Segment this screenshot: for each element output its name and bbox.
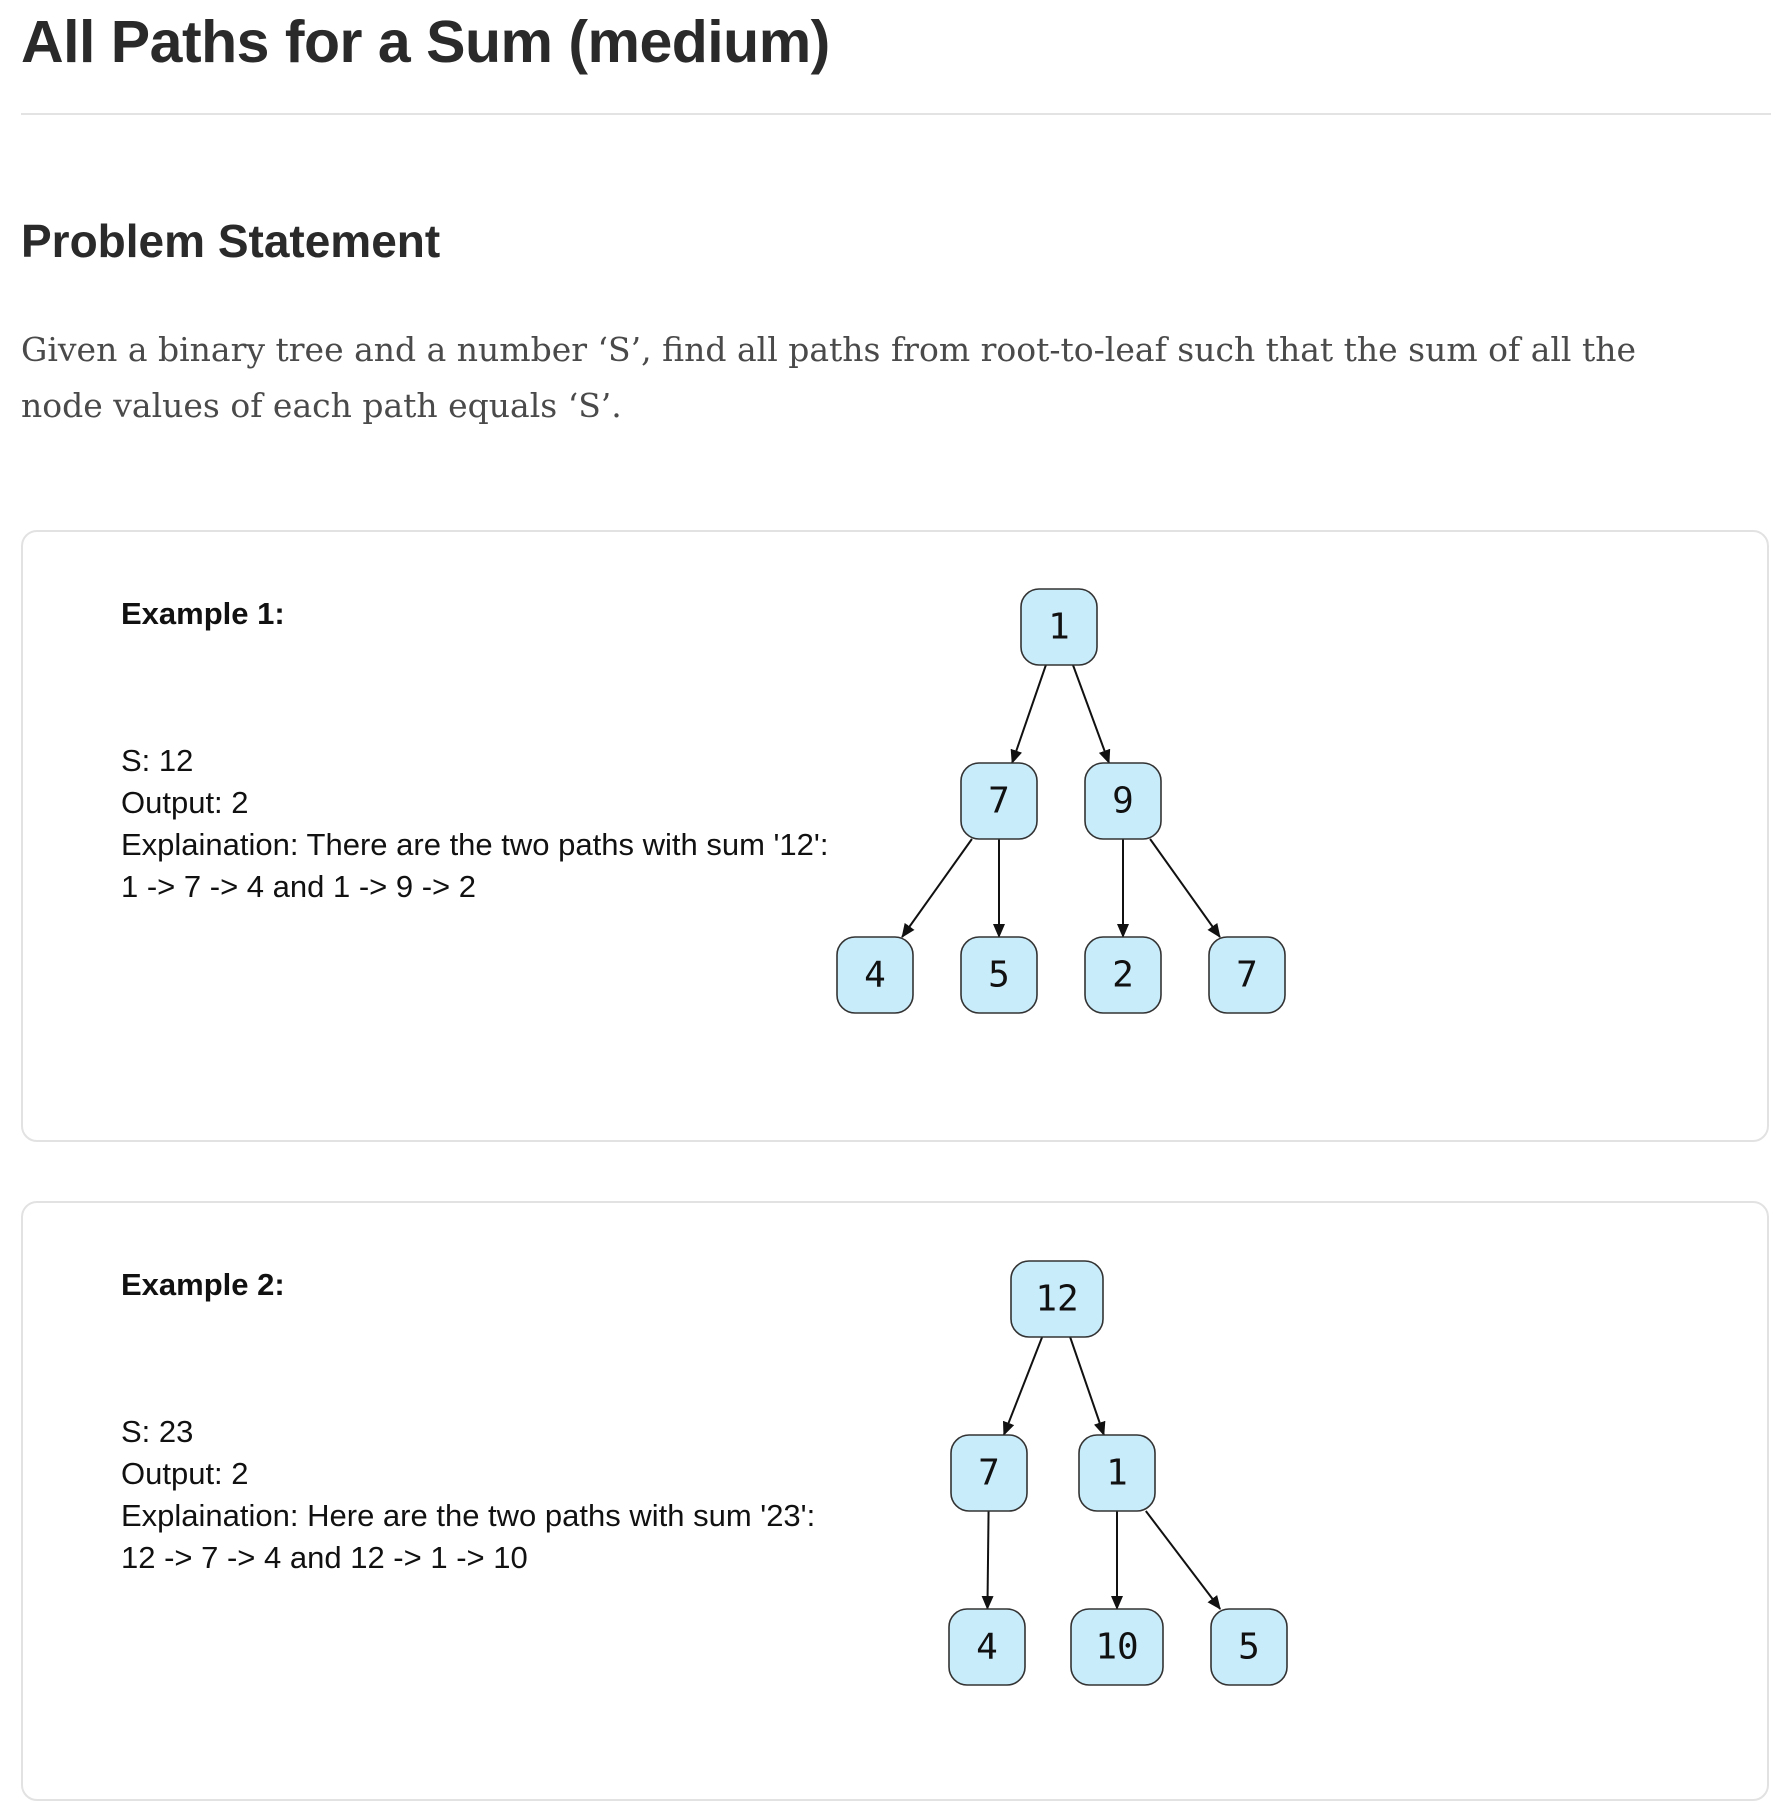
example-1-output: Output: 2 [121, 785, 249, 820]
tree-node-value: 7 [988, 781, 1010, 822]
problem-statement-heading: Problem Statement [21, 215, 441, 267]
tree-node-value: 4 [864, 955, 886, 996]
tree-edge-arrow [1010, 664, 1047, 764]
tree-edge-arrow [1149, 838, 1221, 938]
tree-node-value: 10 [1095, 1627, 1138, 1668]
example-2-tree-diagram: 12 7 1 4 10 5 [948, 1260, 1288, 1686]
example-2-output: Output: 2 [121, 1456, 249, 1491]
example-2-explanation: Explaination: Here are the two paths wit… [121, 1498, 816, 1533]
page-title: All Paths for a Sum (medium) [21, 9, 830, 75]
tree-edge-arrow [1069, 1336, 1106, 1436]
example-2-details: S: 23 Output: 2 Explaination: Here are t… [121, 1411, 815, 1579]
tree-node: 7 [1208, 936, 1286, 1014]
tree-edge-arrow [1145, 1510, 1221, 1610]
tree-edge-arrow [901, 838, 973, 938]
tree-edge-arrow [1072, 664, 1111, 764]
title-divider [21, 113, 1771, 115]
tree-node-value: 7 [978, 1453, 1000, 1494]
tree-node-value: 4 [976, 1627, 998, 1668]
example-1-card: Example 1: S: 12 Output: 2 Explaination:… [21, 530, 1769, 1142]
tree-edge-arrow [1002, 1336, 1044, 1436]
tree-node-value: 1 [1048, 607, 1070, 648]
example-1-label: Example 1: [121, 596, 285, 631]
tree-node: 1 [1078, 1434, 1156, 1512]
tree-node-value: 12 [1035, 1279, 1078, 1320]
example-1-paths: 1 -> 7 -> 4 and 1 -> 9 -> 2 [121, 869, 477, 904]
tree-node-value: 2 [1112, 955, 1134, 996]
tree-node: 2 [1084, 936, 1162, 1014]
tree-node: 7 [960, 762, 1038, 840]
example-1-explanation: Explaination: There are the two paths wi… [121, 827, 829, 862]
tree-node: 12 [1010, 1260, 1104, 1338]
tree-edge-arrow [981, 1510, 994, 1610]
example-1-tree-diagram: 1 7 9 4 5 2 7 [836, 588, 1286, 1014]
tree-node: 10 [1070, 1608, 1164, 1686]
example-2-sum: S: 23 [121, 1414, 194, 1449]
tree-node: 5 [1210, 1608, 1288, 1686]
example-1-sum: S: 12 [121, 743, 194, 778]
example-2-paths: 12 -> 7 -> 4 and 12 -> 1 -> 10 [121, 1540, 528, 1575]
example-2-card: Example 2: S: 23 Output: 2 Explaination:… [21, 1201, 1769, 1801]
tree-node-value: 9 [1112, 781, 1134, 822]
tree-node-value: 5 [988, 955, 1010, 996]
tree-node-value: 5 [1238, 1627, 1260, 1668]
problem-statement-text: Given a binary tree and a number ‘S’, fi… [21, 330, 1637, 425]
tree-node: 4 [948, 1608, 1026, 1686]
example-2-label: Example 2: [121, 1267, 285, 1302]
tree-node-value: 7 [1236, 955, 1258, 996]
tree-node: 9 [1084, 762, 1162, 840]
example-1-details: S: 12 Output: 2 Explaination: There are … [121, 740, 828, 908]
tree-node: 4 [836, 936, 914, 1014]
tree-node: 1 [1020, 588, 1098, 666]
tree-node: 5 [960, 936, 1038, 1014]
tree-node: 7 [950, 1434, 1028, 1512]
tree-node-value: 1 [1106, 1453, 1128, 1494]
